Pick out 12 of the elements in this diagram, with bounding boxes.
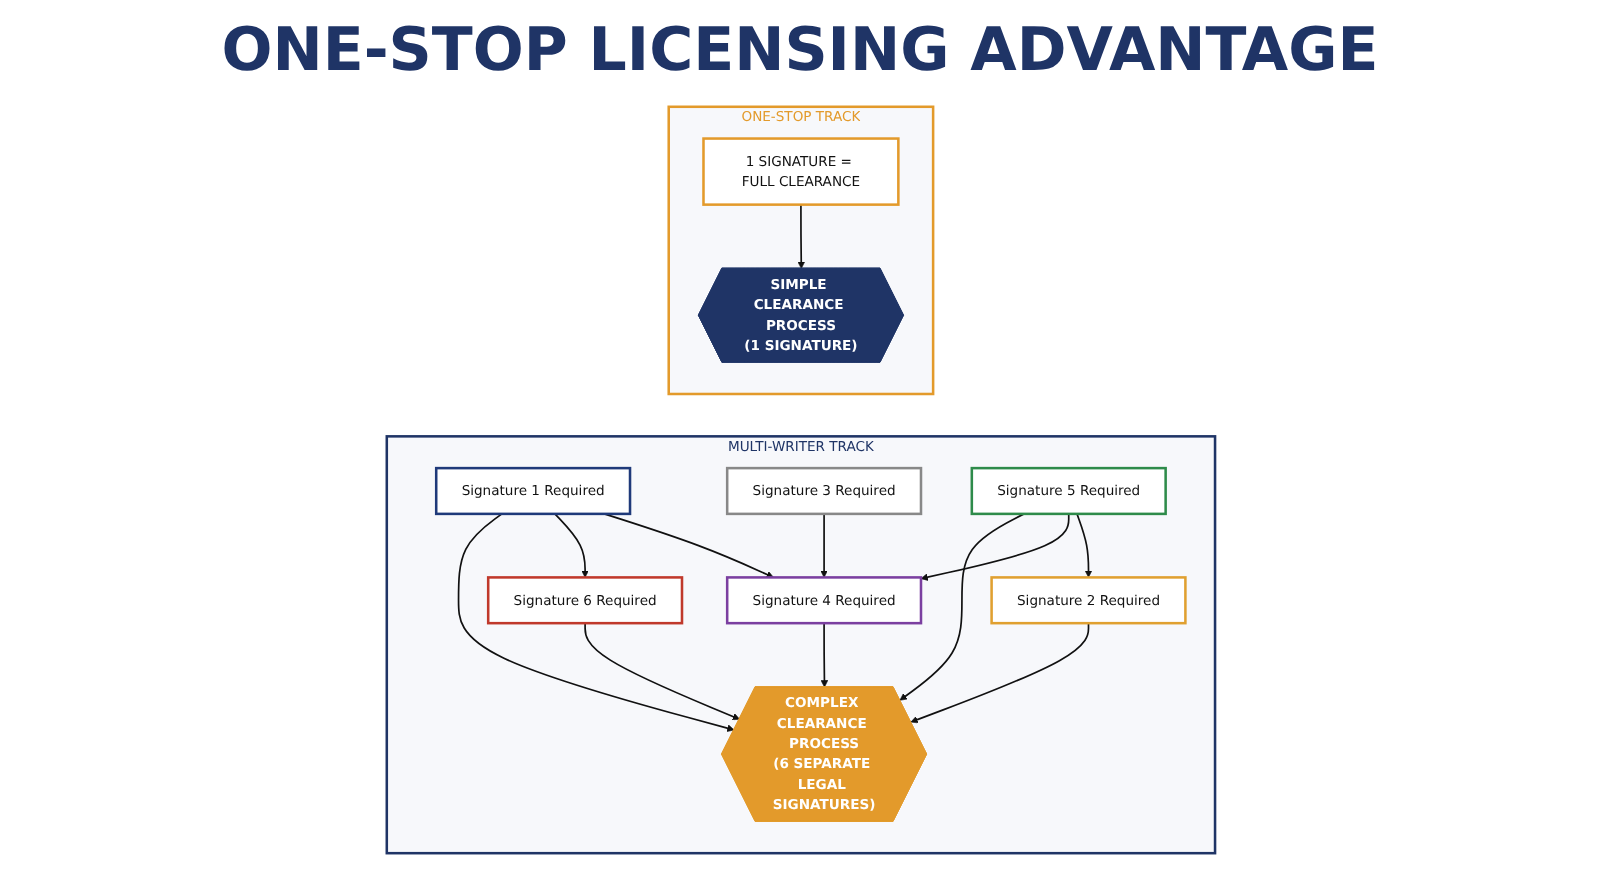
- arrow: [898, 512, 1024, 700]
- arrow: [819, 512, 827, 577]
- arrow: [602, 512, 773, 578]
- arrow: [553, 512, 588, 577]
- arrow: [909, 621, 1089, 723]
- arrow: [1075, 512, 1092, 577]
- title: ONE-STOP LICENSING ADVANTAGE: [219, 16, 1381, 86]
- arrow: [583, 621, 739, 720]
- arrow: [819, 621, 828, 687]
- arrow: [796, 202, 805, 268]
- arrow: [919, 512, 1069, 580]
- arrow: [456, 512, 734, 731]
